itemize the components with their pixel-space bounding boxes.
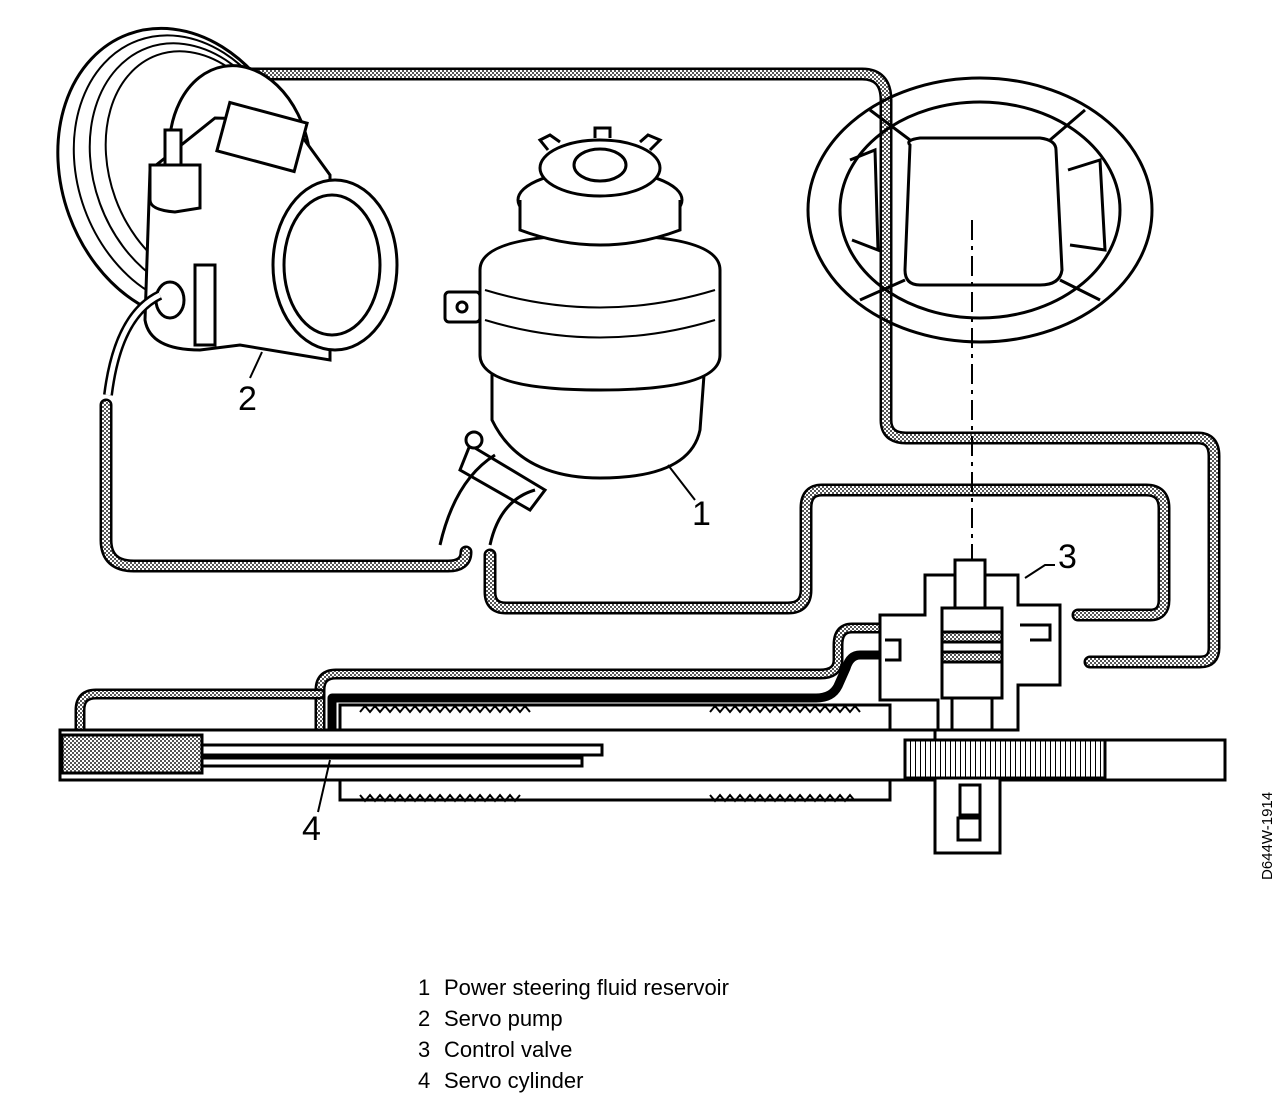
callout-1: 1 <box>692 495 711 533</box>
leader-1 <box>667 464 696 501</box>
callout-4: 4 <box>302 810 321 848</box>
figure-code: D644W-1914 <box>1259 792 1276 880</box>
servo-pump <box>56 26 399 396</box>
steering-wheel <box>806 76 1154 560</box>
leader-3 <box>1024 564 1055 579</box>
power-steering-diagram: 1 2 3 4 D644W-1914 <box>56 26 1276 880</box>
callout-3: 3 <box>1058 538 1077 576</box>
callout-leaders <box>249 351 1055 813</box>
cylinder-line-b <box>327 650 945 760</box>
control-valve <box>878 558 1062 732</box>
reservoir <box>438 126 722 546</box>
leader-2 <box>249 351 263 379</box>
callout-2: 2 <box>238 380 257 418</box>
leader-4 <box>317 759 331 813</box>
steering-rack <box>58 703 1227 855</box>
suction-hose <box>99 398 473 573</box>
